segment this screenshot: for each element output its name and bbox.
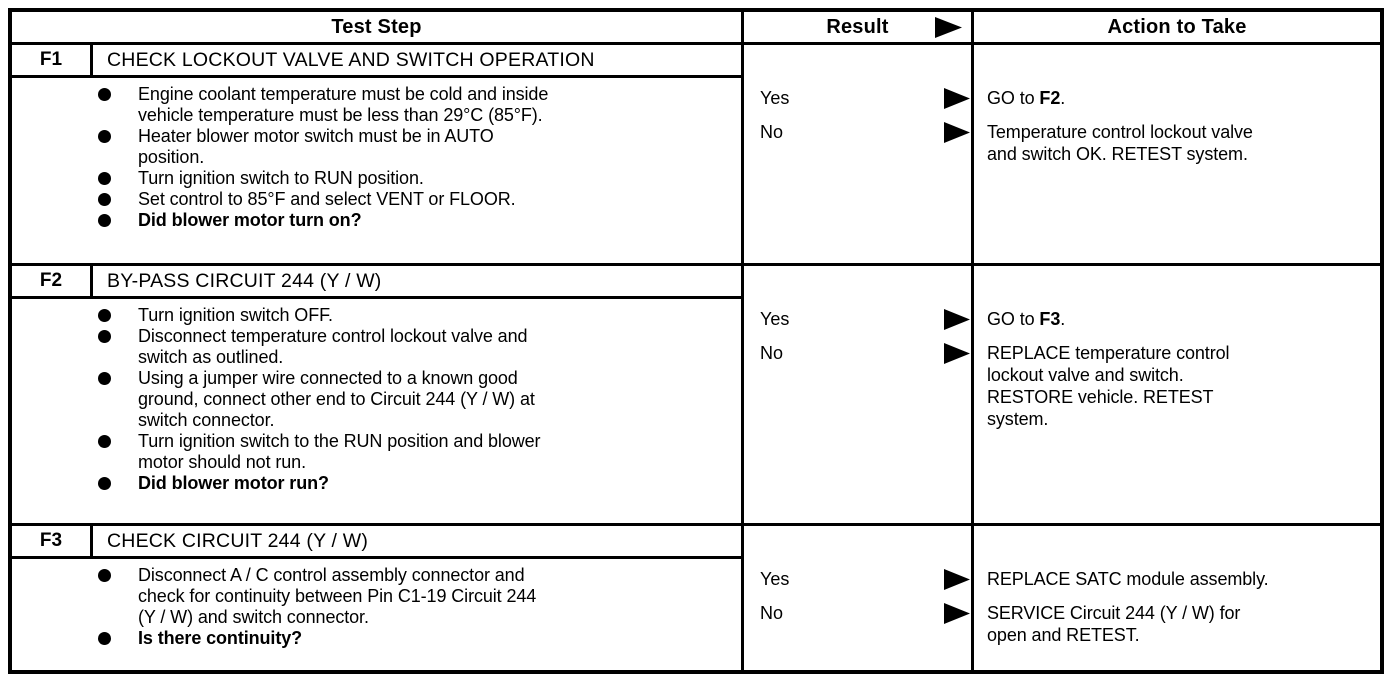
result-label: Yes [760, 309, 790, 329]
action-text: REPLACE SATC module assembly. [987, 569, 1269, 589]
result-arrow-icon [944, 122, 970, 143]
result-action-area: Yes GO to F2. No Temperature control loc… [741, 45, 1380, 263]
step-title: BY-PASS CIRCUIT 244 (Y / W) [93, 266, 741, 299]
instruction-item: Disconnect A / C control assembly connec… [98, 565, 733, 628]
instruction-item: Did blower motor turn on? [98, 210, 733, 231]
result-arrow-icon [944, 309, 970, 330]
step-title: CHECK LOCKOUT VALVE AND SWITCH OPERATION [93, 45, 741, 78]
column-divider [971, 266, 974, 523]
result-cell: Yes [744, 568, 971, 590]
outcome-list: Yes REPLACE SATC module assembly. No SER… [744, 568, 1380, 646]
result-arrow-icon [944, 569, 970, 590]
instruction-text: Using a jumper wire connected to a known… [138, 368, 535, 430]
result-arrow-icon [944, 603, 970, 624]
header-result-label: Result [826, 15, 889, 38]
step-id: F1 [12, 45, 93, 78]
instruction-text: Set control to 85°F and select VENT or F… [138, 189, 516, 209]
instruction-item: Engine coolant temperature must be cold … [98, 84, 733, 126]
header-test-step-label: Test Step [331, 15, 422, 38]
instruction-item: Turn ignition switch to the RUN position… [98, 431, 733, 473]
bullet-icon [98, 477, 111, 490]
instruction-text: Did blower motor turn on? [138, 210, 362, 230]
outcome-list: Yes GO to F2. No Temperature control loc… [744, 87, 1380, 165]
result-arrow-icon [944, 343, 970, 364]
instruction-item: Using a jumper wire connected to a known… [98, 368, 733, 431]
instruction-text: Did blower motor run? [138, 473, 329, 493]
instruction-text: Turn ignition switch to RUN position. [138, 168, 424, 188]
header-test-step: Test Step [12, 12, 741, 42]
bullet-icon [98, 193, 111, 206]
instruction-text: Disconnect temperature control lockout v… [138, 326, 528, 367]
result-cell: No [744, 342, 971, 430]
step-instructions: Turn ignition switch OFF. Disconnect tem… [12, 299, 741, 523]
result-action-area: Yes GO to F3. No REPLACE temperature con… [741, 266, 1380, 523]
instruction-text: Engine coolant temperature must be cold … [138, 84, 549, 125]
instruction-text: Is there continuity? [138, 628, 303, 648]
bullet-icon [98, 569, 111, 582]
bullet-icon [98, 214, 111, 227]
result-cell: Yes [744, 87, 971, 109]
test-section: F3 CHECK CIRCUIT 244 (Y / W) Disconnect … [12, 523, 1380, 670]
step-instructions: Disconnect A / C control assembly connec… [12, 559, 741, 670]
header-result: Result [741, 12, 971, 42]
result-label: Yes [760, 569, 790, 589]
result-label: Yes [760, 88, 790, 108]
instruction-item: Set control to 85°F and select VENT or F… [98, 189, 733, 210]
instruction-item: Disconnect temperature control lockout v… [98, 326, 733, 368]
instruction-text: Turn ignition switch to the RUN position… [138, 431, 541, 472]
action-text: GO to F3. [987, 309, 1066, 329]
instruction-item: Turn ignition switch to RUN position. [98, 168, 733, 189]
outcome-row: Yes GO to F3. [744, 308, 1380, 330]
result-cell: No [744, 602, 971, 646]
step-id: F2 [12, 266, 93, 299]
result-cell: No [744, 121, 971, 165]
outcome-list: Yes GO to F3. No REPLACE temperature con… [744, 308, 1380, 430]
bullet-icon [98, 88, 111, 101]
header-arrow-icon [935, 17, 962, 38]
pinpoint-test-table: Test Step Result Action to Take F1 CHECK… [8, 8, 1384, 674]
column-divider [971, 45, 974, 263]
table-header-row: Test Step Result Action to Take [12, 12, 1380, 42]
bullet-icon [98, 309, 111, 322]
bullet-icon [98, 130, 111, 143]
outcome-row: Yes GO to F2. [744, 87, 1380, 109]
result-label: No [760, 122, 784, 142]
instruction-text: Turn ignition switch OFF. [138, 305, 333, 325]
instruction-item: Is there continuity? [98, 628, 733, 649]
step-instructions: Engine coolant temperature must be cold … [12, 78, 741, 263]
result-label: No [760, 603, 784, 623]
test-sections: F1 CHECK LOCKOUT VALVE AND SWITCH OPERAT… [12, 42, 1380, 670]
action-text: GO to F2. [987, 88, 1066, 108]
step-id: F3 [12, 526, 93, 559]
bullet-icon [98, 172, 111, 185]
instruction-item: Turn ignition switch OFF. [98, 305, 733, 326]
test-section: F2 BY-PASS CIRCUIT 244 (Y / W) Turn igni… [12, 263, 1380, 523]
header-action-to-take: Action to Take [971, 12, 1380, 42]
outcome-row: Yes REPLACE SATC module assembly. [744, 568, 1380, 590]
result-cell: Yes [744, 308, 971, 330]
test-section: F1 CHECK LOCKOUT VALVE AND SWITCH OPERAT… [12, 42, 1380, 263]
result-label: No [760, 343, 784, 363]
instruction-text: Disconnect A / C control assembly connec… [138, 565, 537, 627]
column-divider [971, 526, 974, 670]
instruction-item: Did blower motor run? [98, 473, 733, 494]
bullet-icon [98, 435, 111, 448]
bullet-icon [98, 330, 111, 343]
step-title: CHECK CIRCUIT 244 (Y / W) [93, 526, 741, 559]
instruction-text: Heater blower motor switch must be in AU… [138, 126, 494, 167]
instruction-item: Heater blower motor switch must be in AU… [98, 126, 733, 168]
bullet-icon [98, 632, 111, 645]
bullet-icon [98, 372, 111, 385]
header-action-label: Action to Take [1107, 15, 1247, 38]
result-arrow-icon [944, 88, 970, 109]
result-action-area: Yes REPLACE SATC module assembly. No SER… [741, 526, 1380, 670]
